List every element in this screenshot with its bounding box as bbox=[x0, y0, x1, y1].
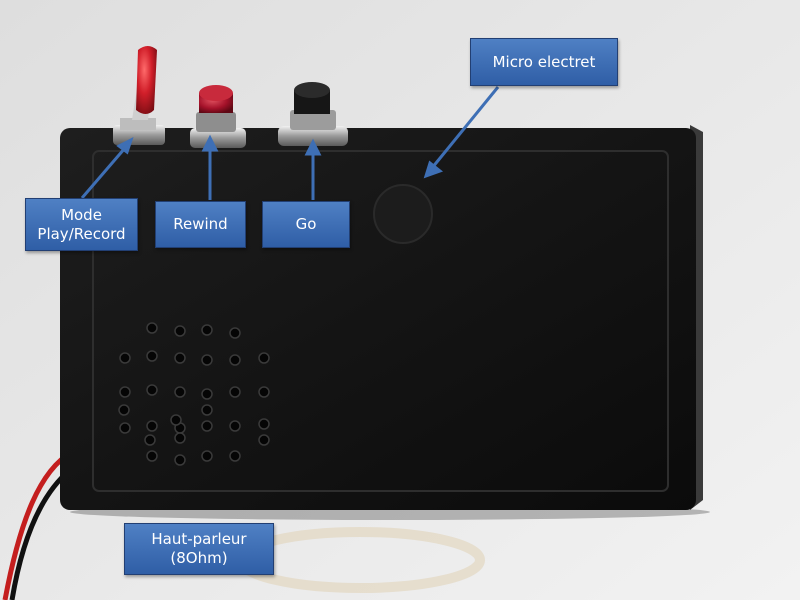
speaker-hole bbox=[201, 324, 213, 336]
mode-label-line1: Mode bbox=[61, 205, 102, 224]
speaker-hole bbox=[146, 420, 158, 432]
go-label: Go bbox=[262, 201, 350, 248]
microphone-hole bbox=[373, 184, 433, 244]
go-push-button bbox=[278, 82, 348, 146]
speaker-hole bbox=[146, 350, 158, 362]
micro-electret-label: Micro electret bbox=[470, 38, 618, 86]
speaker-hole bbox=[258, 352, 270, 364]
speaker-hole bbox=[201, 354, 213, 366]
speaker-hole bbox=[258, 386, 270, 398]
speaker-hole bbox=[229, 450, 241, 462]
speaker-hole bbox=[201, 450, 213, 462]
speaker-hole bbox=[146, 384, 158, 396]
speaker-hole bbox=[118, 404, 130, 416]
speaker-hole bbox=[170, 414, 182, 426]
speaker-hole bbox=[174, 386, 186, 398]
arrow-rewind bbox=[201, 134, 219, 200]
speaker-hole bbox=[258, 434, 270, 446]
speaker-hole bbox=[174, 454, 186, 466]
speaker-hole bbox=[119, 352, 131, 364]
speaker-hole bbox=[201, 420, 213, 432]
speaker-hole bbox=[201, 404, 213, 416]
arrow-micro bbox=[423, 86, 500, 179]
speaker-hole bbox=[146, 450, 158, 462]
mode-play-record-label: Mode Play/Record bbox=[25, 198, 138, 251]
mode-label-line2: Play/Record bbox=[37, 224, 126, 243]
speaker-hole bbox=[229, 327, 241, 339]
speaker-label: Haut-parleur (8Ohm) bbox=[124, 523, 274, 575]
speaker-label-line2: (8Ohm) bbox=[170, 549, 228, 567]
speaker-grille bbox=[118, 322, 270, 466]
speaker-hole bbox=[201, 388, 213, 400]
speaker-hole bbox=[119, 386, 131, 398]
arrow-go bbox=[304, 138, 322, 200]
speaker-hole bbox=[258, 418, 270, 430]
speaker-hole bbox=[229, 420, 241, 432]
speaker-hole bbox=[229, 386, 241, 398]
rewind-push-button bbox=[190, 85, 246, 148]
speaker-hole bbox=[144, 434, 156, 446]
box-lid-edge bbox=[92, 150, 669, 492]
speaker-hole bbox=[119, 422, 131, 434]
speaker-hole bbox=[174, 325, 186, 337]
callout-arrows bbox=[80, 86, 500, 200]
speaker-hole bbox=[229, 354, 241, 366]
toggle-switch bbox=[113, 46, 165, 145]
arrow-mode bbox=[80, 137, 134, 199]
speaker-hole bbox=[146, 322, 158, 334]
speaker-hole bbox=[174, 352, 186, 364]
rewind-label: Rewind bbox=[155, 201, 246, 248]
speaker-label-line1: Haut-parleur bbox=[151, 530, 247, 548]
speaker-hole bbox=[174, 432, 186, 444]
